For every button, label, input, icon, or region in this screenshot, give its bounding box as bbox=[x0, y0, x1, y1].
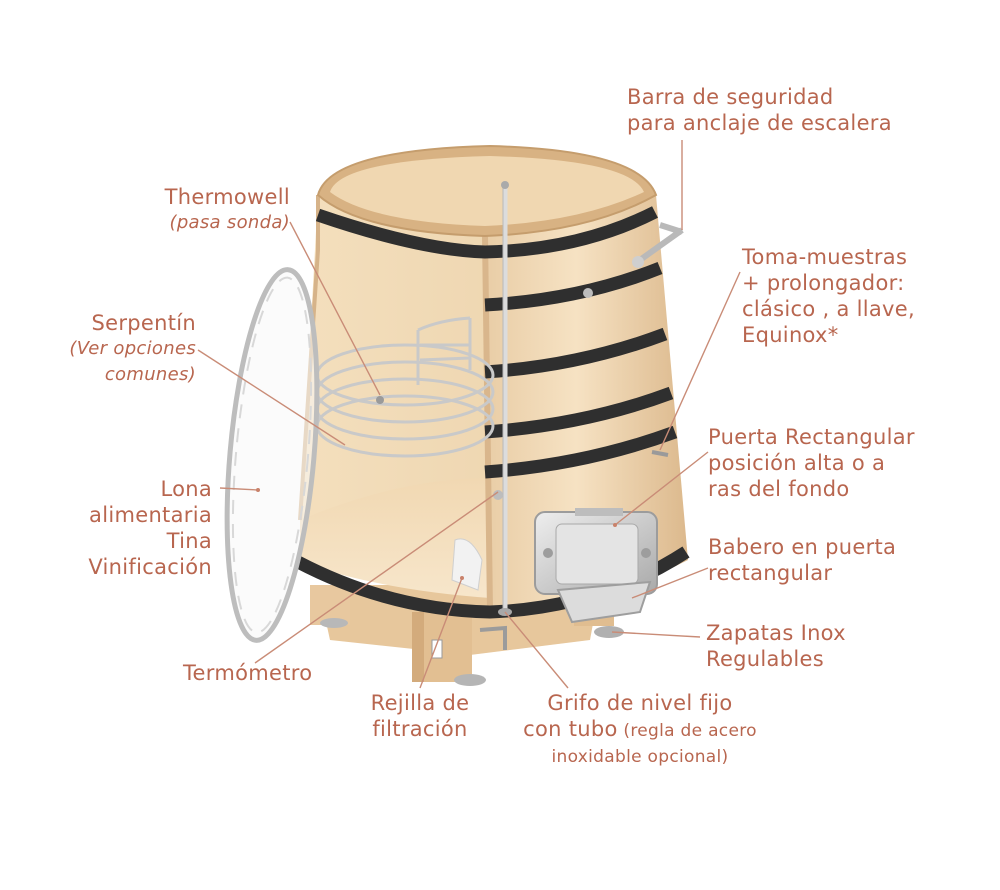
rectangular-door bbox=[535, 508, 657, 594]
label-thermometer: Termómetro bbox=[183, 660, 312, 686]
label-coil: Serpentín (Ver opciones comunes) bbox=[20, 310, 196, 388]
label-level-tap: Grifo de nivel fijo con tubo (regla de a… bbox=[490, 690, 790, 770]
label-thermowell: Thermowell(pasa sonda) bbox=[100, 184, 290, 236]
door-bib bbox=[558, 582, 650, 622]
label-sample-tap: Toma-muestras+ prolongador: clásico , a … bbox=[742, 244, 915, 348]
